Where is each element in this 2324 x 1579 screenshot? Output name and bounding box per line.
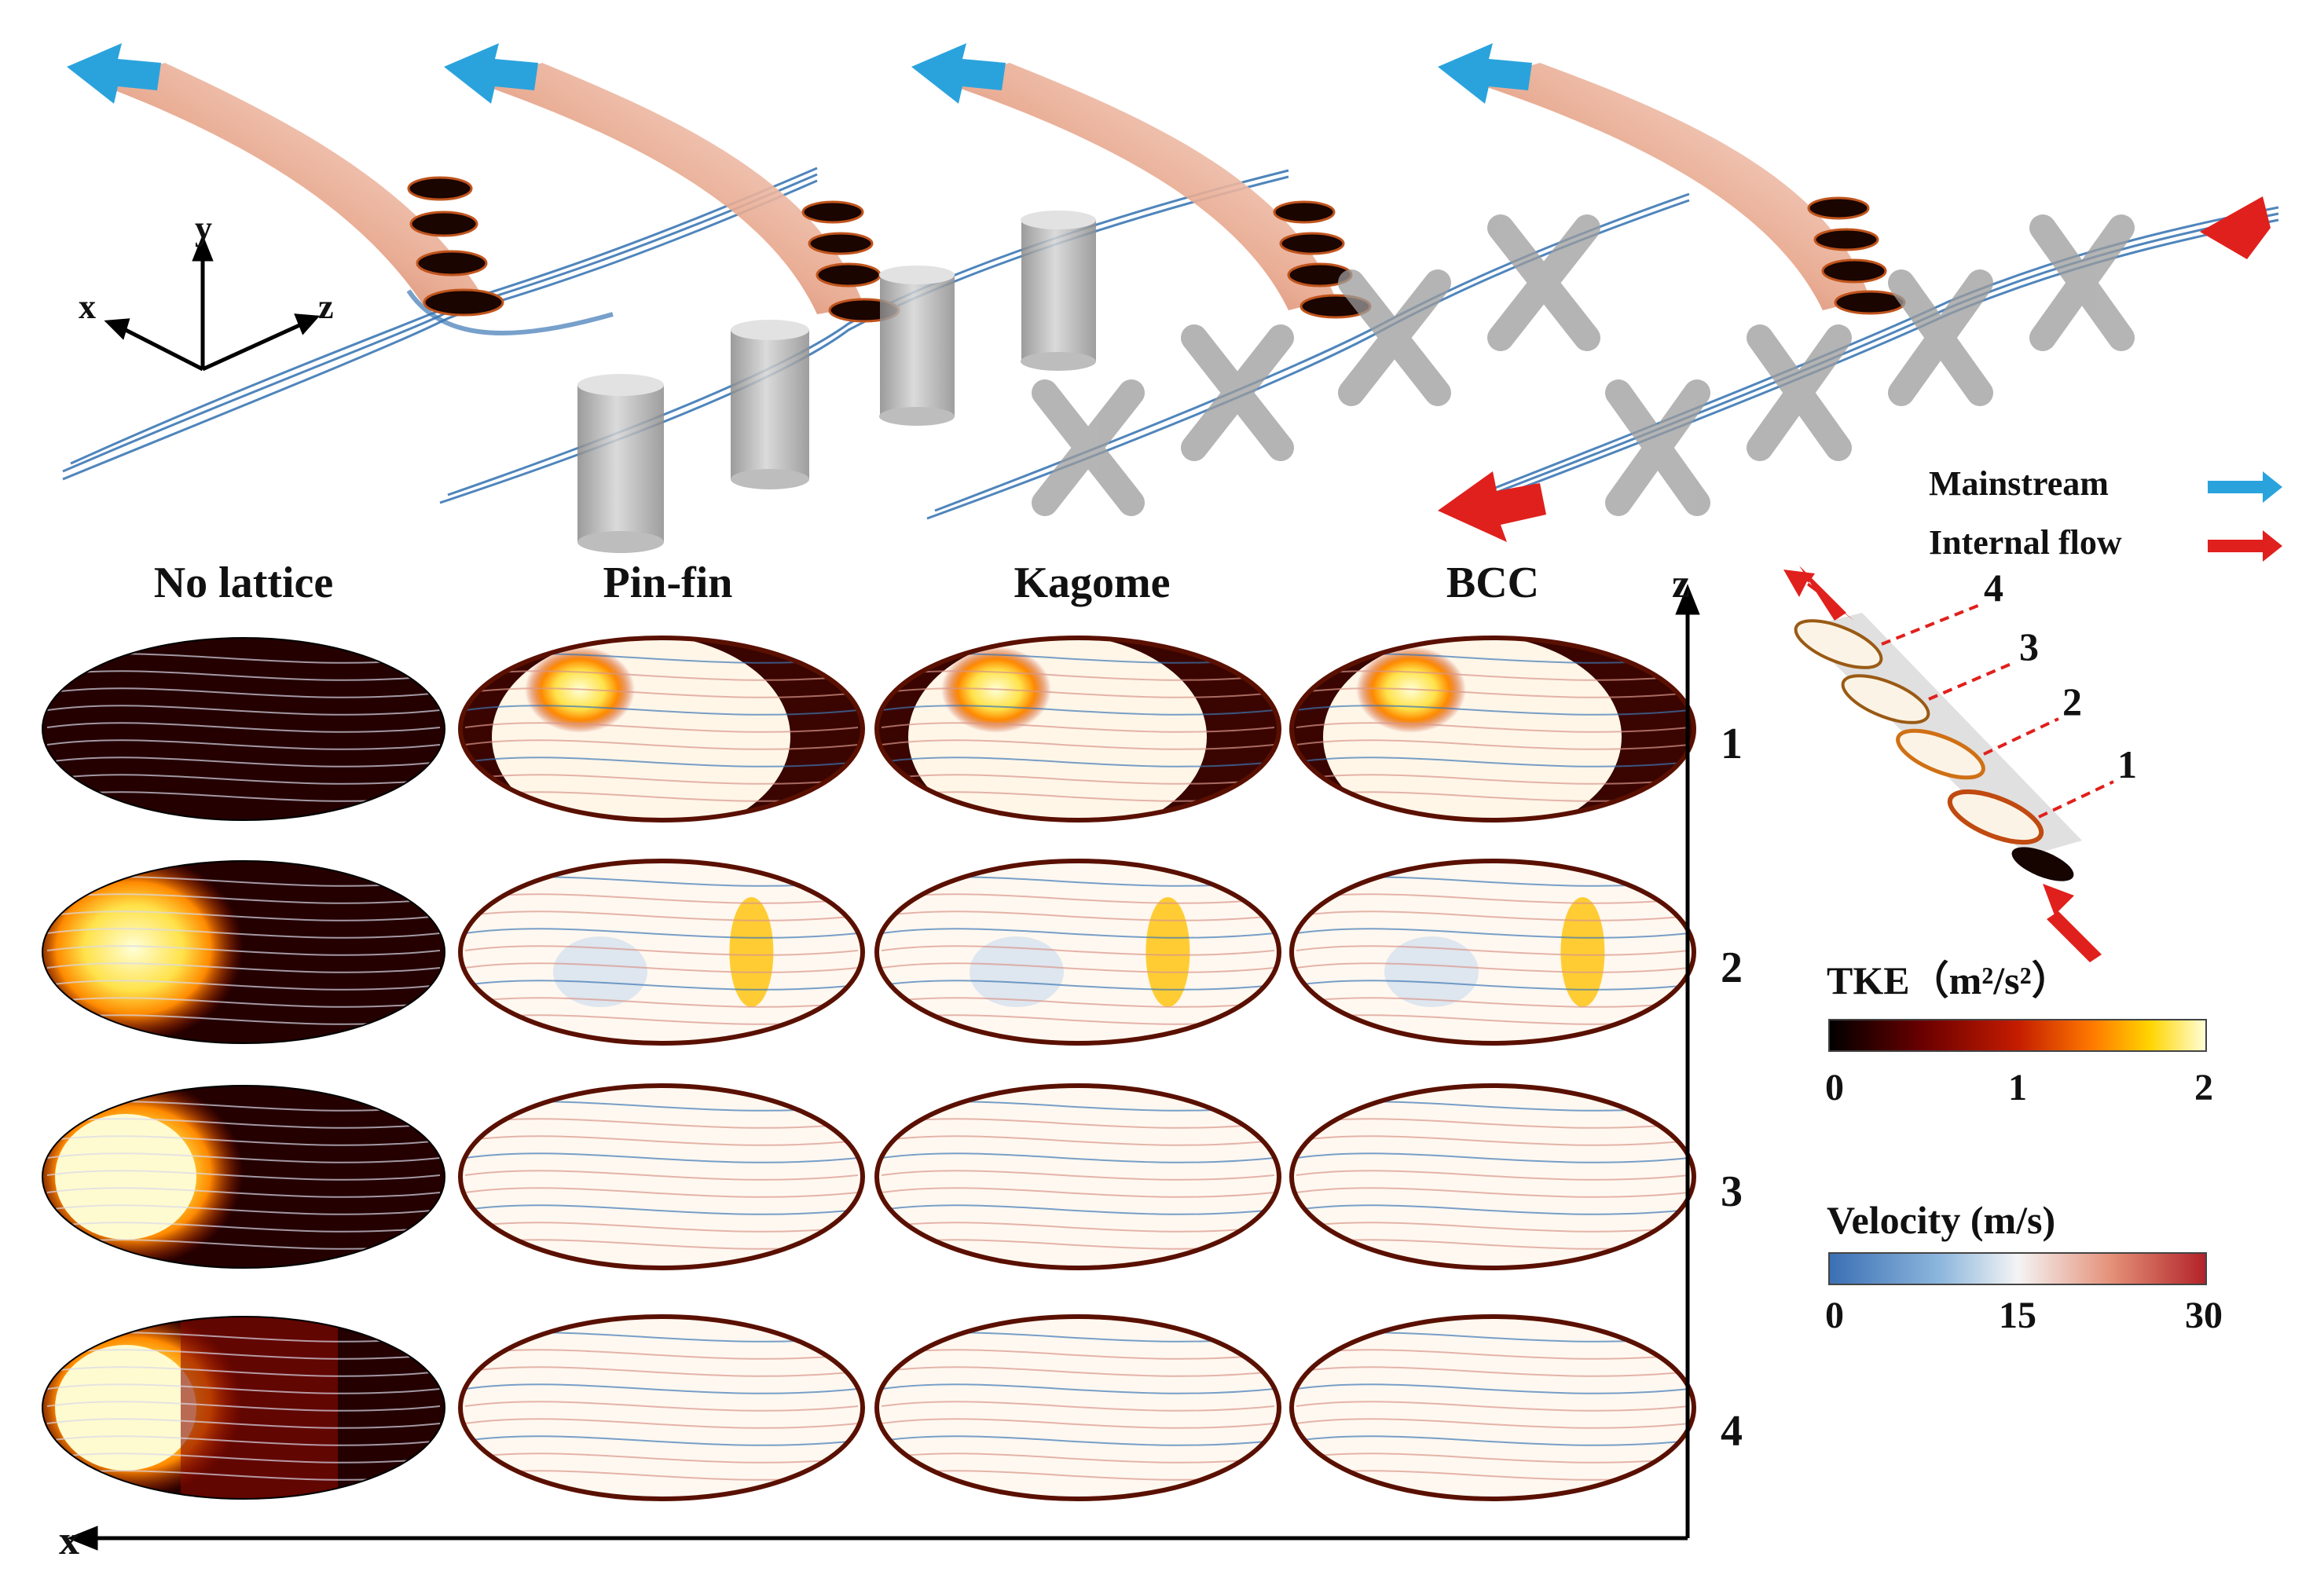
row-labels: 1 2 3 4 [1721, 720, 1743, 1456]
flow-legend: Mainstream Internal flow [1929, 464, 2282, 562]
cross-section-bcc-row-2 [1289, 859, 1696, 1046]
tke-colorbar-gradient [1828, 1019, 2207, 1052]
velocity-tick-2: 30 [2185, 1295, 2223, 1336]
axis-label-x: x [79, 288, 96, 326]
lattice-struts [1032, 214, 2135, 516]
axis-label-z: z [318, 288, 334, 326]
pin-fin-cylinders [577, 211, 1096, 553]
flow-3d-scene: y x z [62, 43, 2279, 553]
cross-section-kagome-row-4 [874, 1314, 1281, 1501]
hole-ellipses [407, 176, 1906, 323]
axis-label-y: y [195, 209, 212, 247]
column-header-pin-fin: Pin-fin [603, 559, 733, 607]
cross-section-pin-fin-row-2 [458, 859, 865, 1046]
cross-section-pin-fin-row-3 [458, 1083, 865, 1270]
tke-tick-0: 0 [1825, 1067, 1844, 1108]
row-label-2: 2 [1721, 943, 1743, 992]
cross-section-bcc-row-3 [1289, 1083, 1696, 1270]
column-header-kagome: Kagome [1014, 559, 1170, 607]
legend-mainstream-label: Mainstream [1929, 464, 2109, 503]
tke-tick-2: 2 [2194, 1067, 2213, 1108]
cross-section-pin-fin-row-4 [458, 1314, 865, 1501]
row-label-4: 4 [1721, 1407, 1743, 1456]
cross-section-bcc-row-1 [1289, 636, 1696, 822]
velocity-tick-0: 0 [1825, 1295, 1844, 1336]
cross-section-pin-fin-row-1 [458, 636, 865, 822]
hole-plane-label-3: 3 [2019, 625, 2039, 669]
hole-plane-label-4: 4 [1984, 566, 2003, 610]
legend-internal-arrow [2208, 530, 2282, 562]
cross-section-no-lattice-row-2 [42, 860, 445, 1044]
coolant-jets [94, 63, 1870, 314]
legend-internal-label: Internal flow [1929, 523, 2122, 562]
grid-axes [67, 584, 1700, 1551]
velocity-colorbar-title: Velocity (m/s) [1827, 1198, 2055, 1242]
grid-axis-label-z: z [1672, 562, 1690, 606]
row-label-1: 1 [1721, 720, 1743, 768]
cross-section-grid [42, 636, 1696, 1501]
tke-colorbar-title: TKE（m²/s²） [1827, 958, 2071, 1002]
legend-mainstream-arrow [2208, 471, 2282, 503]
column-header-no-lattice: No lattice [154, 559, 334, 607]
column-headers: No lattice Pin-fin Kagome BCC [154, 559, 1539, 607]
cross-section-kagome-row-1 [874, 636, 1281, 822]
cross-section-bcc-row-4 [1289, 1314, 1696, 1501]
velocity-colorbar: Velocity (m/s) 0 15 30 [1825, 1198, 2223, 1336]
axis-triad [104, 234, 321, 372]
velocity-tick-1: 15 [1999, 1295, 2036, 1336]
tke-tick-1: 1 [2008, 1067, 2027, 1108]
column-header-bcc: BCC [1446, 559, 1539, 607]
hole-plane-inset: 4 3 2 1 [1783, 566, 2137, 962]
mainstream-arrows [67, 43, 1532, 104]
grid-axis-label-x: x [59, 1519, 79, 1563]
hole-plane-label-2: 2 [2062, 680, 2082, 724]
cross-section-kagome-row-3 [874, 1083, 1281, 1270]
cross-section-no-lattice-row-4 [42, 1316, 445, 1500]
cross-section-kagome-row-2 [874, 859, 1281, 1046]
cross-section-no-lattice-row-3 [42, 1085, 445, 1269]
row-label-3: 3 [1721, 1167, 1743, 1216]
hole-plane-label-1: 1 [2117, 742, 2137, 786]
internal-flow-arrows [1438, 196, 2271, 542]
tke-colorbar: TKE（m²/s²） 0 1 2 [1825, 958, 2213, 1108]
cross-section-no-lattice-row-1 [42, 637, 445, 821]
velocity-colorbar-gradient [1828, 1252, 2207, 1285]
